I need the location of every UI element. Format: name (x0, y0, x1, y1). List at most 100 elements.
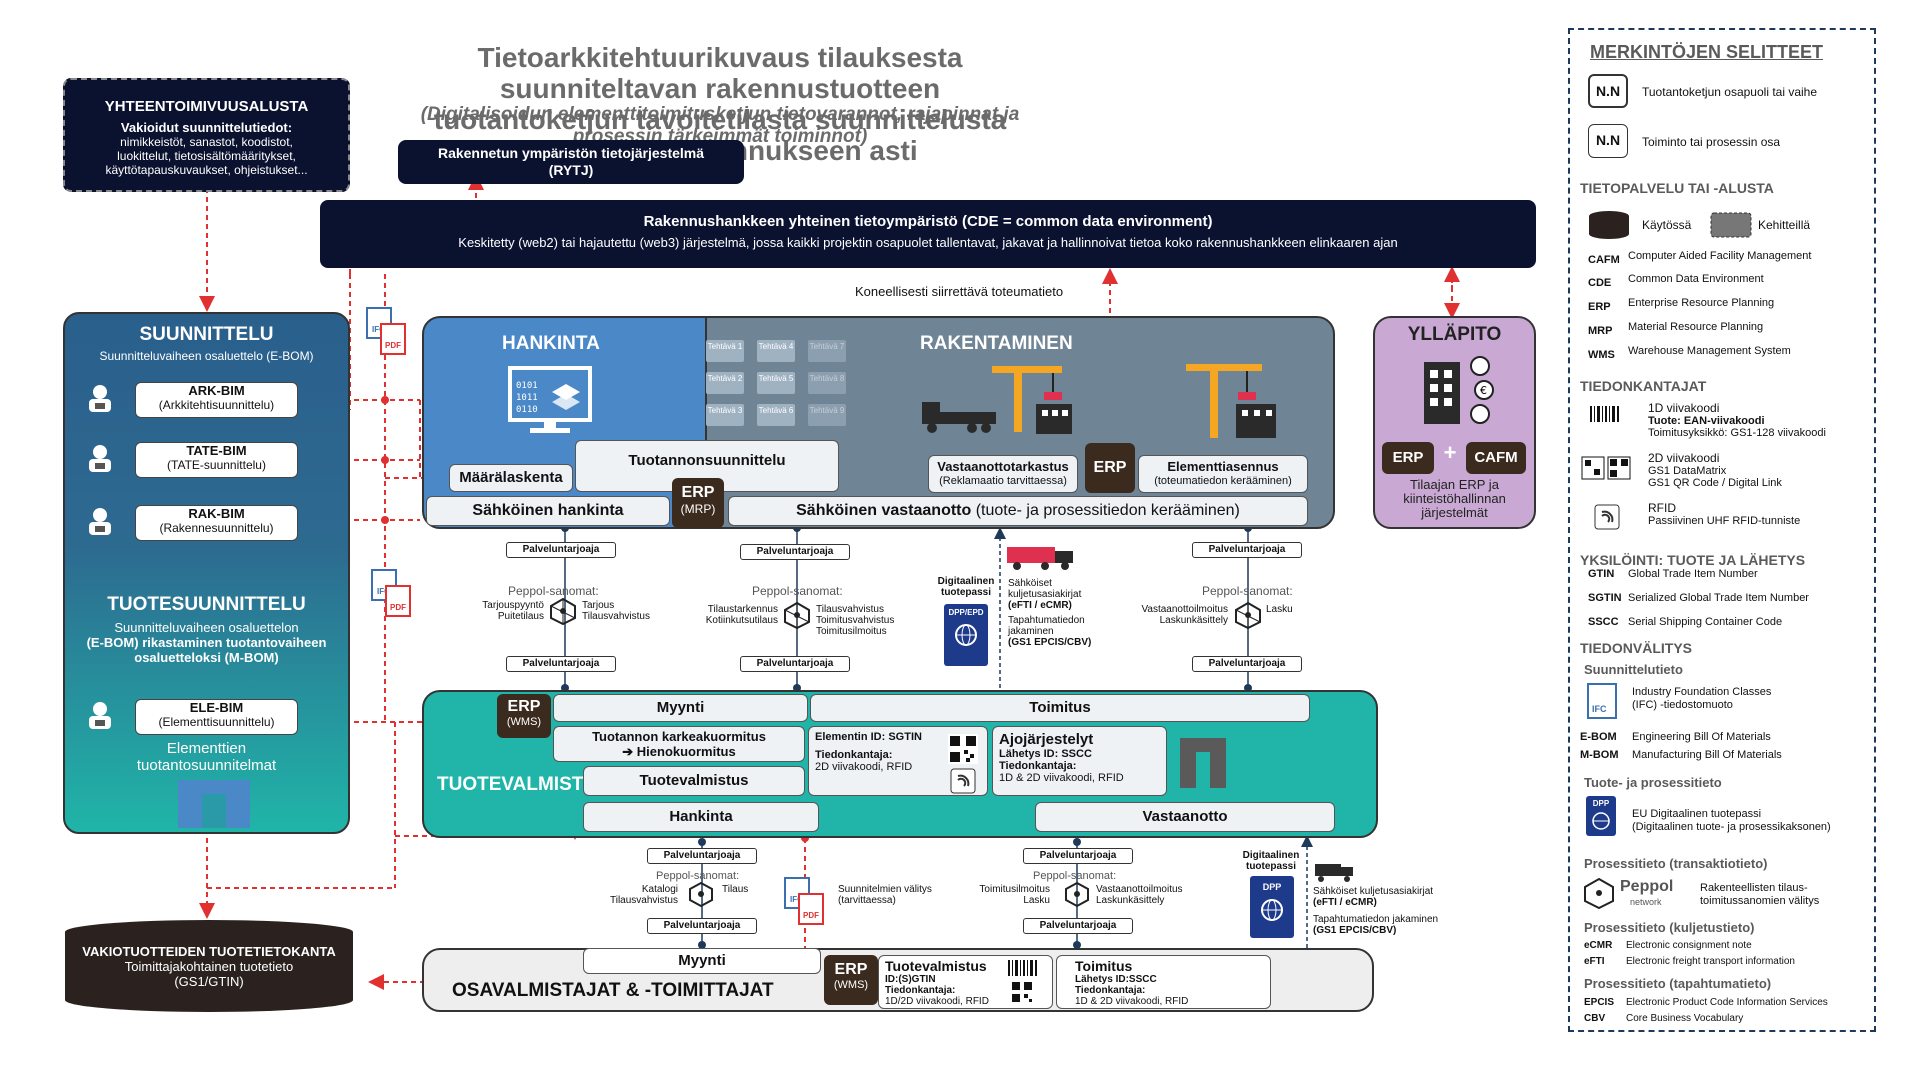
legend-abbr-row: MRP (1588, 321, 1612, 339)
id-key: SGTIN (1588, 592, 1622, 604)
id-value: Serialized Global Trade Item Number (1628, 592, 1809, 604)
rytj-system: Rakennetun ympäristön tietojärjestelmä (… (398, 140, 744, 184)
barcode-icon (1590, 406, 1620, 422)
task-tile: Tehtävä 6 (757, 404, 795, 426)
platform-line-1: nimikkeistöt, sanastot, koodistot, (120, 135, 293, 149)
transport-line: jakaminen (1008, 626, 1054, 637)
dispatch-box: Ajojärjestelyt Lähetys ID: SSCC Tiedonka… (992, 726, 1167, 796)
cde-title: Rakennushankkeen yhteinen tietoympäristö… (643, 213, 1213, 230)
sub-delivery-carrier-value: 1D & 2D viivakoodi, RFID (1075, 996, 1189, 1007)
legend-section-carriers: TIEDONKANTAJAT (1580, 378, 1707, 394)
role-name: ARK-BIM (188, 383, 245, 398)
transport-line: Tapahtumatiedon (1008, 615, 1085, 626)
sub-delivery-carrier-label: Tiedonkantaja: (1075, 985, 1146, 996)
receiving-inspection-sub: (Reklamaatio tarvittaessa) (939, 475, 1067, 487)
peppol-left-messages: Toimitusilmoitus Lasku (968, 884, 1050, 906)
sub-production-title: Tuotevalmistus (885, 958, 987, 974)
task-tile: Tehtävä 5 (757, 372, 795, 394)
peppol-right-messages: Vastaanottoilmoitus Laskunkäsittely (1096, 884, 1206, 906)
machine-transfer-note: Koneellisesti siirrettävä toteumatieto (855, 284, 1064, 299)
product-design-text: Suunnitteluvaiheen osaluettelon (E-BOM) … (63, 620, 350, 665)
transport-line: kuljetusasiakirjat (1008, 589, 1082, 600)
svg-text:0110: 0110 (516, 405, 538, 415)
peppol-title: Peppol-sanomat: (1033, 870, 1117, 882)
product-database (63, 918, 355, 1014)
legend-peppol: Rakenteellisten tilaus- toimitussanomien… (1700, 882, 1819, 908)
rfid-icon (950, 768, 976, 794)
ecmr-key: eCMR (1584, 940, 1613, 951)
dpp-line-2: (Digitaalinen tuote- ja prosessikaksonen… (1632, 821, 1831, 833)
e-procurement: Sähköinen hankinta (426, 496, 670, 526)
bc2-line-2: GS1 QR Code / Digital Link (1648, 477, 1782, 489)
peppol-msg: Tilausvahvistus (610, 895, 678, 906)
construction-title: RAKENTAMINEN (920, 333, 1073, 354)
designer-icon (85, 383, 115, 413)
sub-delivery-box: Toimitus Lähetys ID:SSCC Tiedonkantaja: … (1056, 955, 1271, 1009)
maintenance-text: Tilaajan ERP ja kiinteistöhallinnan järj… (1373, 478, 1536, 520)
manufacturing-receiving: Vastaanotto (1035, 802, 1335, 832)
erp-label: ERP (681, 484, 715, 501)
platform-subtitle: Vakioidut suunnittelutiedot: (120, 120, 293, 135)
sales: Myynti (553, 694, 808, 722)
abbr-value: Warehouse Management System (1628, 345, 1791, 357)
dpp-note-line-1: Digitaalinen (1242, 850, 1300, 861)
legend-function-symbol: N.N (1588, 124, 1628, 158)
role-ark-bim: ARK-BIM (Arkkitehtisuunnittelu) (135, 382, 298, 418)
ifc-note-line-1: Suunnitelmien välitys (838, 884, 932, 895)
abbr-key: WMS (1588, 349, 1615, 361)
peppol-msg: Katalogi (641, 884, 678, 895)
truck-icon (1005, 545, 1077, 571)
design-title: SUUNNITTELU (139, 324, 274, 345)
design-subtitle: Suunnitteluvaiheen osaluettelo (E-BOM) (99, 349, 314, 363)
service-provider: Palveluntarjoaja (1023, 848, 1133, 864)
peppol-msg: Tarjous (582, 600, 615, 611)
legend-in-use: Käytössä (1642, 218, 1692, 232)
legend-1d-barcode: 1D viivakoodi Tuote: EAN-viivakoodi Toim… (1648, 402, 1826, 440)
interoperability-platform: YHTEENTOIMIVUUSALUSTA Vakioidut suunnitt… (63, 78, 350, 192)
peppol-network-icon (782, 600, 812, 630)
platform-line-2: luokittelut, tietosisältömääritykset, (117, 149, 296, 163)
rfid-line-1: Passiivinen UHF RFID-tunniste (1648, 515, 1801, 527)
legend-ifc: Industry Foundation Classes (IFC) -tiedo… (1632, 686, 1771, 712)
precast-element-icon (1180, 738, 1226, 788)
legend-2d-barcode: 2D viivakoodi GS1 DataMatrix GS1 QR Code… (1648, 451, 1782, 490)
cde-bar: Rakennushankkeen yhteinen tietoympäristö… (320, 200, 1536, 268)
erp-sub: (WMS) (833, 979, 869, 991)
platform-line-3: käyttötapauskuvaukset, ohjeistukset... (105, 163, 308, 177)
peppol-msg: Toimitusilmoitus (816, 626, 887, 637)
svg-text:IFC: IFC (1592, 704, 1607, 714)
peppol-left-messages: Vastaanottoilmoitus Laskunkäsittely (1128, 604, 1228, 626)
peppol-msg: Toimitusvahvistus (816, 615, 895, 626)
manufacturing-procurement: Hankinta (583, 802, 819, 832)
element-installation-title: Elementtiasennus (1167, 459, 1279, 474)
product-design-line-1: Suunnitteluvaiheen osaluettelon (114, 620, 299, 635)
maintenance-line-1: Tilaajan ERP ja (1410, 477, 1499, 492)
dpp-line-1: EU Digitaalinen tuotepassi (1632, 808, 1762, 820)
ifc-line-2: (IFC) -tiedostomuoto (1632, 699, 1733, 711)
plus-sign: + (1443, 440, 1457, 465)
ifc-note-line-2: (tarvittaessa) (838, 895, 896, 906)
transport-docs-note: Sähköiset kuljetusasiakirjat (eFTI / eCM… (1313, 886, 1445, 936)
peppol-title: Peppol-sanomat: (1202, 584, 1293, 598)
legend-party-text: Tuotantoketjun osapuoli tai vaihe (1642, 85, 1818, 99)
platform-title: YHTEENTOIMIVUUSALUSTA (104, 98, 309, 115)
peppol-msg: Laskunkäsittely (1159, 615, 1228, 626)
mbom-key: M-BOM (1580, 749, 1619, 761)
task-tile: Tehtävä 1 (706, 340, 744, 362)
facility-icon: € (1420, 352, 1500, 428)
svg-text:1011: 1011 (516, 393, 538, 403)
abbr-key: ERP (1588, 301, 1611, 313)
abbr-value: Common Data Environment (1628, 273, 1764, 285)
ebom-key: E-BOM (1580, 731, 1617, 743)
e-receiving-title: Sähköinen vastaanotto (796, 502, 972, 519)
service-provider: Palveluntarjoaja (740, 656, 850, 672)
bc1-line-1: Tuote: EAN-viivakoodi (1648, 415, 1765, 427)
epcis-key: EPCIS (1584, 997, 1615, 1008)
erp-label: ERP (507, 698, 541, 715)
epcis-value: Electronic Product Code Information Serv… (1626, 997, 1828, 1008)
role-desc: (Arkkitehtisuunnittelu) (158, 398, 275, 412)
dispatch-id: Lähetys ID: SSCC (999, 748, 1092, 760)
peppol-network-icon (548, 596, 578, 626)
bc2-title: 2D viivakoodi (1648, 451, 1720, 465)
